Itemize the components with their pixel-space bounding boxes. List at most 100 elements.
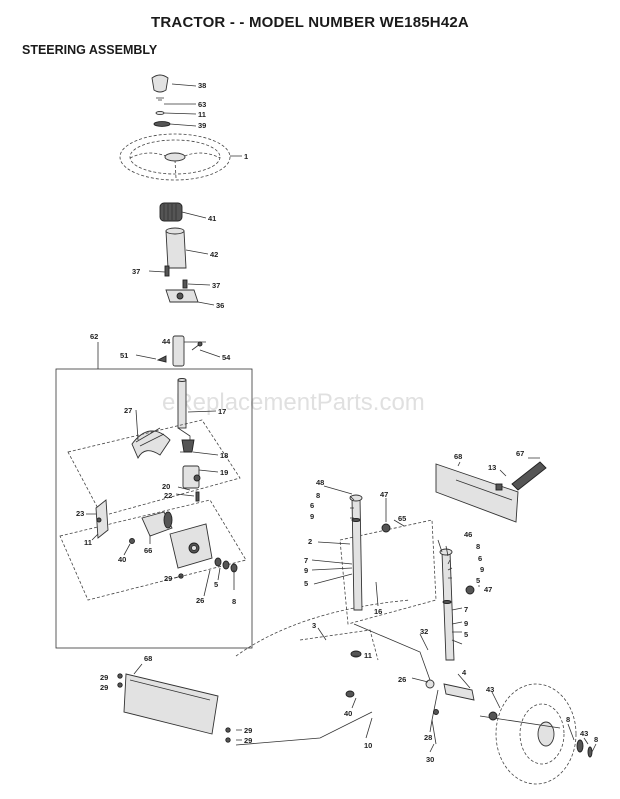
hardware-51-54 [156, 341, 203, 363]
callout-47: 47 [380, 490, 388, 499]
callout-8: 8 [316, 491, 320, 500]
callout-4: 4 [462, 668, 467, 677]
callout-9: 9 [304, 566, 308, 575]
callout-29: 29 [244, 736, 252, 745]
callout-29: 29 [100, 683, 108, 692]
column-sleeve [165, 227, 187, 269]
callout-17: 17 [218, 407, 226, 416]
callout-5: 5 [214, 580, 218, 589]
callout-11: 11 [84, 538, 92, 547]
callout-6: 6 [478, 554, 482, 563]
steering-cap [151, 74, 169, 93]
steering-wheel [119, 133, 231, 181]
callout-46: 46 [464, 530, 472, 539]
callout-29: 29 [244, 726, 252, 735]
callout-43: 43 [580, 729, 588, 738]
callout-66: 66 [144, 546, 152, 555]
steering-bushing [159, 202, 183, 222]
callout-8: 8 [566, 715, 570, 724]
callout-62: 62 [90, 332, 98, 341]
tie-rod [235, 711, 373, 746]
callout-11: 11 [364, 651, 372, 660]
leader-lines [86, 83, 597, 753]
axle-bracket-right [435, 463, 519, 523]
callout-23: 23 [76, 509, 84, 518]
callout-43: 43 [486, 685, 494, 694]
callout-22: 22 [164, 491, 172, 500]
steering-arm [431, 683, 475, 745]
callout-38: 38 [198, 81, 206, 90]
washer [153, 121, 171, 127]
fittings-47 [381, 523, 475, 595]
callout-26: 26 [398, 675, 406, 684]
page-title: TRACTOR - - MODEL NUMBER WE185H42A [151, 14, 469, 31]
callout-7: 7 [304, 556, 308, 565]
callout-6: 6 [310, 501, 314, 510]
callout-1: 1 [244, 152, 248, 161]
callout-5: 5 [304, 579, 308, 588]
callout-8: 8 [476, 542, 480, 551]
pinion-gear [181, 439, 195, 453]
callout-27: 27 [124, 406, 132, 415]
callout-39: 39 [198, 121, 206, 130]
sector-support [59, 419, 247, 601]
section-title: STEERING ASSEMBLY [22, 43, 158, 57]
callout-29: 29 [164, 574, 172, 583]
callout-68: 68 [454, 452, 462, 461]
frame-outline [235, 519, 437, 661]
callout-11: 11 [198, 110, 206, 119]
callout-68: 68 [144, 654, 152, 663]
callout-44: 44 [162, 337, 171, 346]
callout-20: 20 [162, 482, 170, 491]
hardware-40-29 [129, 538, 184, 579]
sector-gear [131, 427, 171, 460]
callout-67: 67 [516, 449, 524, 458]
callout-5: 5 [476, 576, 480, 585]
callout-42: 42 [210, 250, 218, 259]
callout-3: 3 [312, 621, 316, 630]
pivot-bracket [95, 499, 109, 539]
callout-29: 29 [100, 673, 108, 682]
spindle-left [349, 494, 363, 611]
link-11-40 [345, 650, 362, 698]
bushing-66 [141, 511, 173, 537]
callout-40: 40 [118, 555, 126, 564]
callout-32: 32 [420, 627, 428, 636]
mount-plate [169, 523, 213, 569]
callout-30: 30 [426, 755, 434, 764]
spindle-right [439, 548, 455, 661]
washers-5-8 [214, 557, 238, 573]
callout-19: 19 [220, 468, 228, 477]
shaft-collar [182, 465, 201, 502]
callout-10: 10 [364, 741, 372, 750]
callout-63: 63 [198, 100, 206, 109]
column-bracket [165, 289, 199, 303]
callout-13: 13 [488, 463, 496, 472]
callout-9: 9 [464, 619, 468, 628]
callout-26: 26 [196, 596, 204, 605]
callout-9: 9 [480, 565, 484, 574]
callout-2: 2 [308, 537, 312, 546]
callout-8: 8 [594, 735, 598, 744]
bolts-37 [164, 265, 188, 289]
callout-8: 8 [232, 597, 236, 606]
callout-16: 16 [374, 607, 382, 616]
mounting-bracket-left [117, 673, 231, 743]
callout-65: 65 [398, 514, 406, 523]
watermark: eReplacementParts.com [162, 389, 425, 416]
callout-18: 18 [220, 451, 228, 460]
callout-51: 51 [120, 351, 128, 360]
callout-36: 36 [216, 301, 224, 310]
callout-37: 37 [212, 281, 220, 290]
retainer-clip [155, 97, 165, 116]
callout-37: 37 [132, 267, 140, 276]
callout-28: 28 [424, 733, 432, 742]
front-wheel [479, 683, 593, 785]
callout-48: 48 [316, 478, 324, 487]
bolt-67 [495, 461, 547, 491]
callout-47: 47 [484, 585, 492, 594]
callout-54: 54 [222, 353, 231, 362]
callout-41: 41 [208, 214, 216, 223]
callout-40: 40 [344, 709, 352, 718]
